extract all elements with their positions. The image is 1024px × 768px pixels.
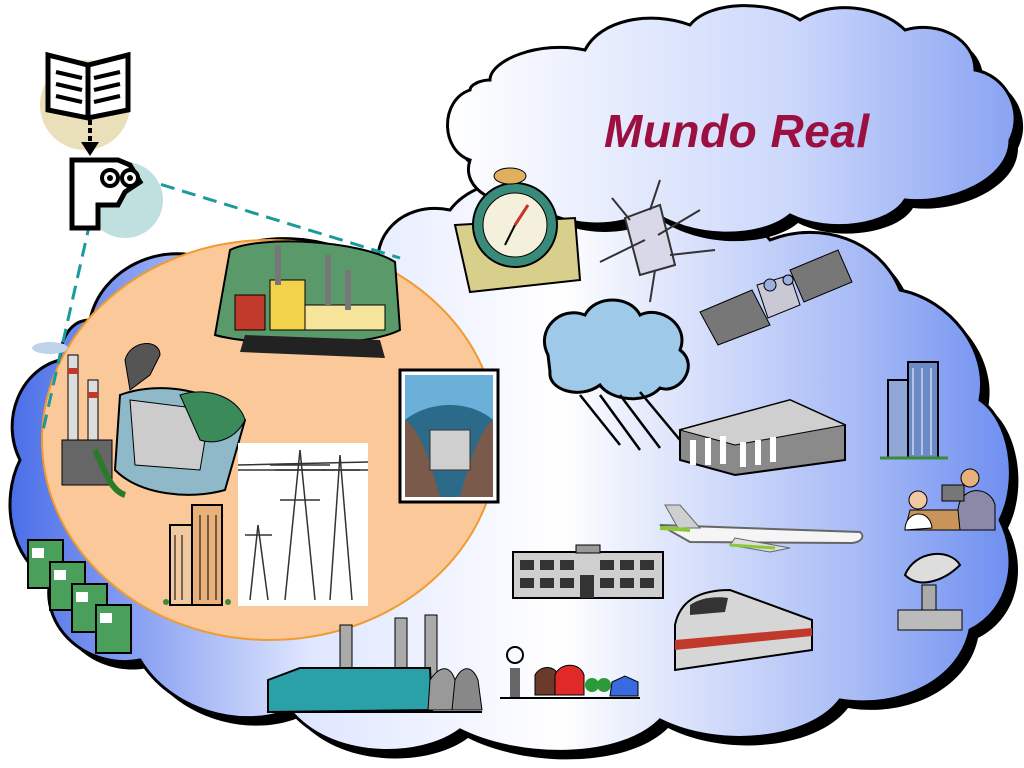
building-icon: [163, 504, 231, 606]
power-lines-icon: [237, 443, 369, 606]
trucks-icon: [27, 539, 132, 654]
satellite-dish-icon: [897, 552, 963, 631]
title-cloud: [446, 4, 1024, 242]
projection-lines: [40, 176, 401, 436]
satellite-icon: [599, 179, 716, 303]
factory-icon: [213, 240, 402, 358]
arrow-down-icon: [81, 120, 99, 156]
observer-group: [40, 51, 163, 238]
hydroelectric-dam-icon: [398, 368, 500, 504]
airplane-icon: [659, 504, 864, 553]
slide-title: Mundo Real: [604, 105, 870, 157]
rain-cloud-icon: [542, 298, 690, 451]
alarm-clock-icon: [453, 167, 582, 294]
power-plant-icon: [267, 614, 483, 714]
school-building-icon: [512, 544, 664, 599]
train-icon: [674, 588, 813, 672]
farm-icon: [500, 646, 640, 699]
skyscraper-icon: [880, 361, 948, 460]
workers-icon: [904, 468, 996, 531]
book-icon: [45, 51, 131, 121]
thinking-person-icon: [69, 157, 144, 231]
office-building-icon: [678, 398, 847, 477]
solar-satellite-icon: [699, 249, 853, 346]
dam-icon: [92, 343, 247, 498]
